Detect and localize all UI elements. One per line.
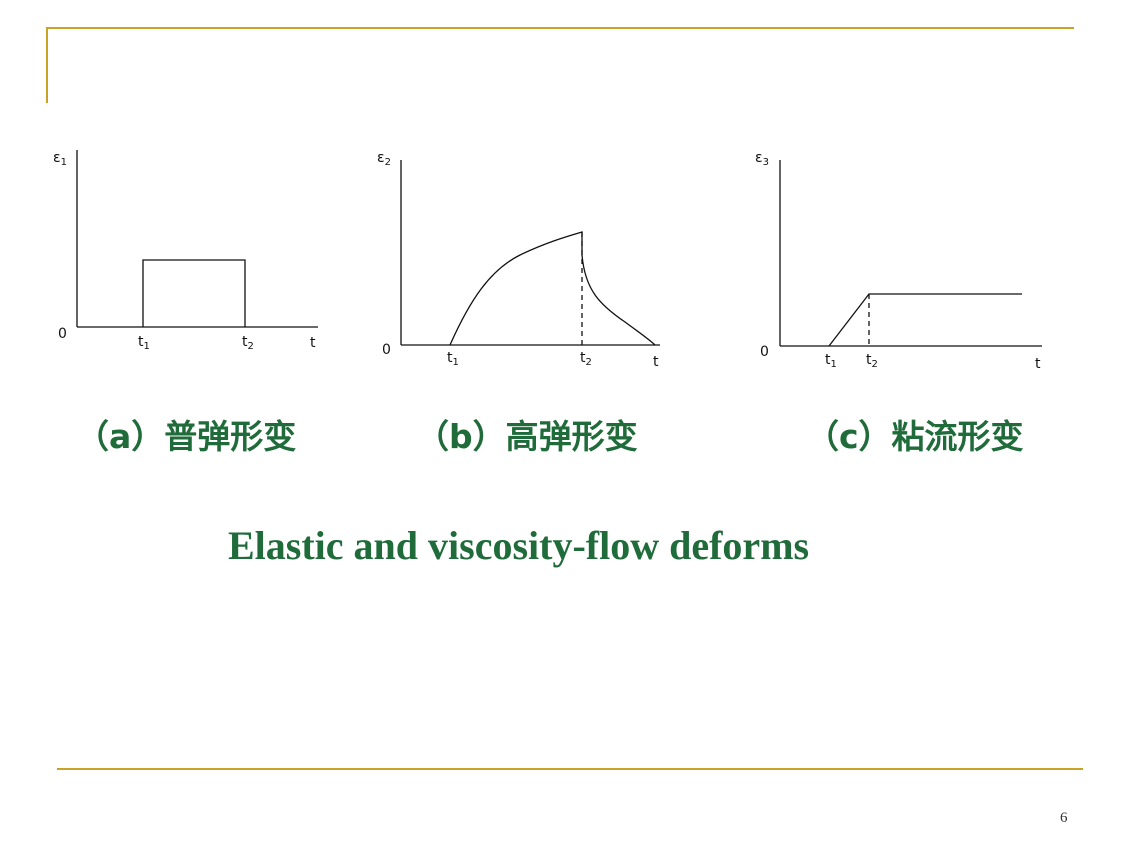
diagram-b-t2: t2 <box>580 350 592 368</box>
diagram-a-x-label: t <box>310 335 316 351</box>
diagram-a-t1: t1 <box>138 334 150 352</box>
diagram-c-x-label: t <box>1035 356 1041 372</box>
diagram-c-origin: 0 <box>760 344 769 360</box>
slide-subtitle: Elastic and viscosity-flow deforms <box>228 523 810 568</box>
diagram-c-y-label: ε3 <box>755 150 769 168</box>
diagram-a-y-label: ε1 <box>53 150 67 168</box>
diagram-b-t1: t1 <box>447 350 459 368</box>
diagram-c-t2: t2 <box>866 352 878 370</box>
diagram-b-y-label: ε2 <box>377 150 391 168</box>
diagram-a <box>76 150 318 328</box>
frame-top-rule <box>46 27 1074 29</box>
page-number: 6 <box>1060 810 1068 826</box>
diagram-c <box>779 160 1042 347</box>
caption-a: （a）普弹形变 <box>76 417 297 456</box>
diagram-a-origin: 0 <box>58 326 67 342</box>
diagram-c-curve <box>828 293 1022 347</box>
diagram-b-origin: 0 <box>382 342 391 358</box>
diagram-b-curve <box>449 231 656 346</box>
frame-left-rule <box>46 27 48 103</box>
caption-c: （c）粘流形变 <box>806 417 1024 456</box>
diagram-b-x-label: t <box>653 354 659 370</box>
caption-b: （b）高弹形变 <box>416 417 638 456</box>
diagram-a-t2: t2 <box>242 334 254 352</box>
diagram-c-t1: t1 <box>825 352 837 370</box>
diagram-b <box>400 160 660 346</box>
diagram-a-curve <box>142 259 246 327</box>
frame-bottom-rule <box>57 768 1083 770</box>
